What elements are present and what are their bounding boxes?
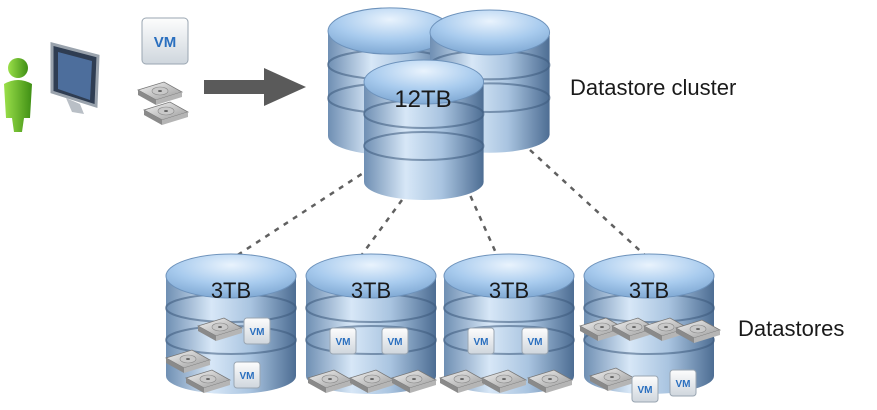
vm-badge-label: VM <box>676 379 691 390</box>
datastores-label: Datastores <box>738 316 844 341</box>
datastore-capacity: 3TB <box>211 278 251 303</box>
arrow-right-icon <box>204 68 306 106</box>
vm-badge-label: VM <box>638 385 653 396</box>
vm-badge-label: VM <box>528 337 543 348</box>
datastore-capacity: 3TB <box>629 278 669 303</box>
disk-icon <box>439 369 573 394</box>
datastore-4: 3TB VM VM <box>579 253 721 403</box>
user-icon <box>4 58 32 132</box>
datastore-capacity: 3TB <box>489 278 529 303</box>
disk-icon <box>137 81 189 126</box>
vm-tile-label: VM <box>154 34 177 51</box>
datastore-capacity: 3TB <box>351 278 391 303</box>
vm-badge-label: VM <box>474 337 489 348</box>
cluster-label: Datastore cluster <box>570 75 736 100</box>
vm-tile-icon: VM <box>467 327 495 355</box>
vm-tile-icon: VM <box>631 375 659 403</box>
connector-lines <box>229 149 649 263</box>
datastore-3: 3TB VM VM <box>439 253 575 395</box>
vm-tile-icon: VM <box>329 327 357 355</box>
datastore-2: 3TB VM VM <box>305 253 437 395</box>
vm-tile-icon: VM <box>141 17 189 65</box>
monitor-icon <box>50 42 100 114</box>
vm-badge-label: VM <box>240 371 255 382</box>
vm-tile-icon: VM <box>521 327 549 355</box>
disk-icon <box>307 369 437 394</box>
storage-cylinder-icon <box>363 59 485 201</box>
vm-badge-label: VM <box>388 337 403 348</box>
cluster-capacity: 12TB <box>394 86 451 113</box>
vm-tile-icon: VM <box>669 369 697 397</box>
datastore-1: 3TB VM VM <box>165 253 297 395</box>
vm-tile-icon: VM <box>381 327 409 355</box>
vm-badge-label: VM <box>336 337 351 348</box>
vm-badge-label: VM <box>250 327 265 338</box>
datastore-cluster: 12TB <box>326 6 551 201</box>
vm-tile-icon: VM <box>243 317 271 345</box>
vm-tile-icon: VM <box>233 361 261 389</box>
